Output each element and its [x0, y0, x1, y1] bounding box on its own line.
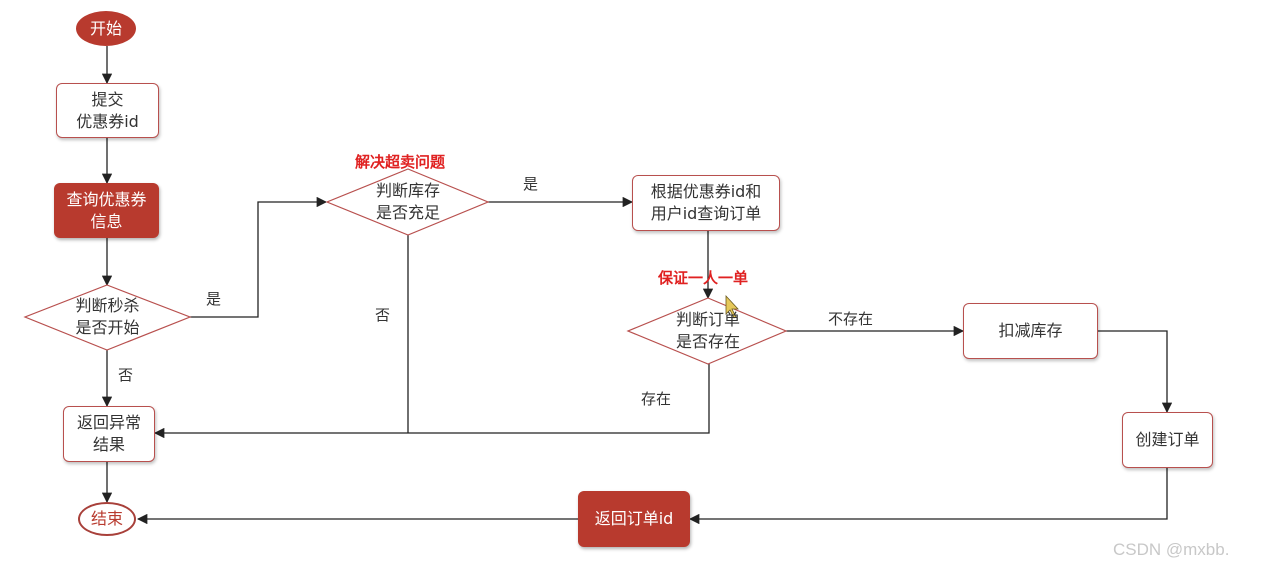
- check-stock-label: 判断库存 是否充足: [375, 181, 440, 222]
- edge-to-return-error-line: [153, 362, 710, 439]
- annotation-one-per-user: 保证一人一单: [658, 269, 749, 287]
- seckill-yes-label: 是: [206, 290, 222, 308]
- edge-deduct-to-create-order: [1098, 330, 1173, 414]
- order-exist-label: 存在: [641, 390, 672, 408]
- watermark: CSDN @mxbb.: [1113, 540, 1230, 559]
- annotation-oversell: 解决超卖问题: [355, 153, 446, 171]
- order-not-exist-label: 不存在: [828, 310, 874, 328]
- return-order-id-node: 返回订单id: [578, 491, 690, 547]
- diamond-check-order: [626, 297, 788, 365]
- check-order-label: 判断订单 是否存在: [675, 310, 740, 351]
- deduct-stock-node: 扣减库存: [963, 303, 1098, 359]
- query-coupon-node: 查询优惠券 信息: [54, 183, 159, 238]
- check-seckill-label: 判断秒杀 是否开始: [75, 296, 140, 337]
- start-node: 开始: [76, 11, 136, 46]
- stock-yes-label: 是: [523, 175, 539, 193]
- diamond-check-seckill: [23, 284, 192, 351]
- seckill-no-label: 否: [118, 366, 134, 384]
- submit-coupon-node: 提交 优惠券id: [56, 83, 159, 138]
- cursor-icon: [725, 294, 739, 319]
- create-order-node: 创建订单: [1122, 412, 1213, 468]
- edge-create-order-to-return-id: [688, 468, 1168, 525]
- stock-no-label: 否: [375, 306, 391, 324]
- return-error-node: 返回异常 结果: [63, 406, 155, 462]
- edge-seckill-yes-to-check-stock: [190, 196, 328, 318]
- diamond-check-stock: [325, 168, 490, 236]
- query-order-node: 根据优惠券id和 用户id查询订单: [632, 175, 780, 231]
- end-node: 结束: [78, 502, 136, 536]
